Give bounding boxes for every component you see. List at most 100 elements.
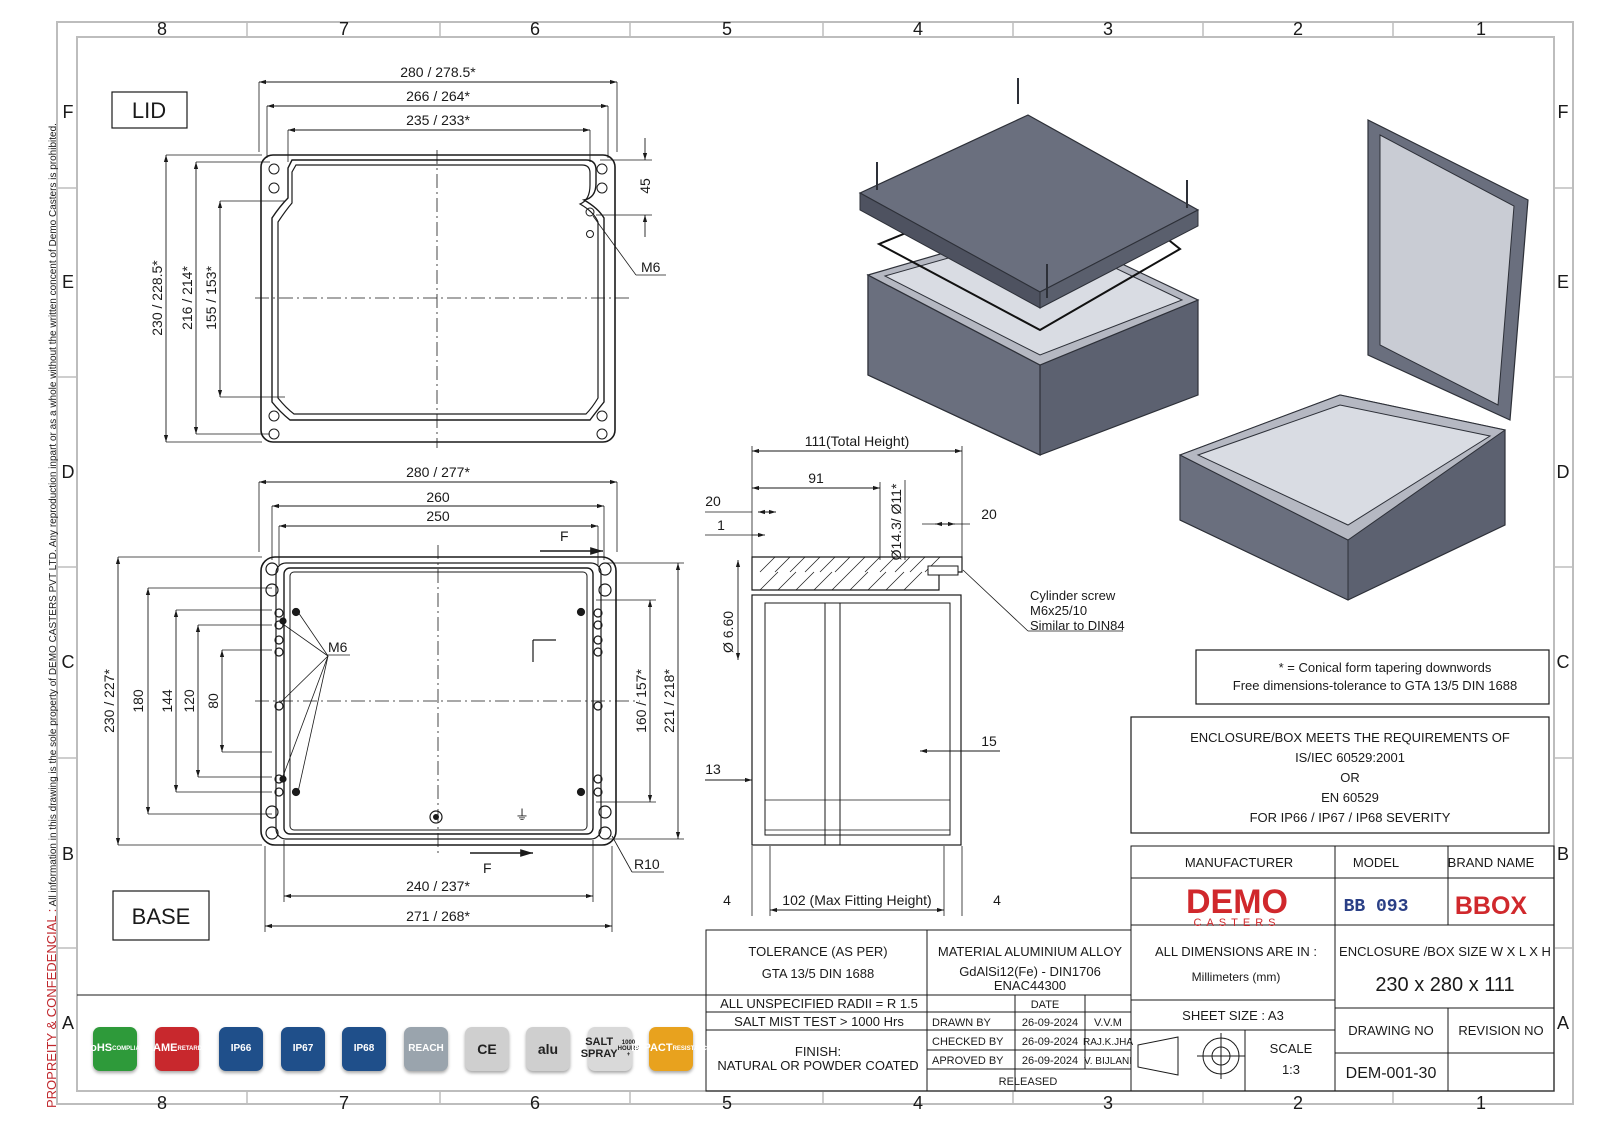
- section-mark-bottom: F: [483, 860, 492, 876]
- badge-text: REACH: [408, 1042, 444, 1054]
- zone-row-left: E: [62, 272, 74, 292]
- badge-text: 1000 HOURS +: [617, 1039, 640, 1059]
- ce-badge-icon: CE: [465, 1027, 509, 1071]
- side-note: PROPREITY & CONFEDENCIAL : All informati…: [44, 123, 59, 1108]
- checked-name: RAJ.K.JHA: [1083, 1037, 1133, 1048]
- zone-col-top: 3: [1103, 19, 1113, 39]
- zone-col-top: 2: [1293, 19, 1303, 39]
- lid-hole: [596, 428, 608, 440]
- zone-row-right: C: [1557, 652, 1570, 672]
- base-hole: [593, 787, 603, 797]
- size-value: 230 x 280 x 111: [1375, 974, 1514, 996]
- base-hole: [265, 562, 279, 576]
- tolerance-label: TOLERANCE (AS PER): [748, 944, 887, 959]
- section-dim-6-60: Ø 6.60: [720, 611, 736, 653]
- badge-text: IMPACT: [631, 1042, 673, 1055]
- lid-ground-symbol: [586, 230, 594, 238]
- section-dim-91: 91: [808, 470, 824, 486]
- base-dim-180: 180: [130, 689, 146, 713]
- title-block: [77, 845, 1555, 1092]
- base-hole: [593, 620, 603, 630]
- brand-value: BBOX: [1455, 892, 1528, 920]
- manufacturer-label: MANUFACTURER: [1185, 855, 1293, 870]
- lid-outline: [260, 154, 616, 443]
- zone-col-top: 1: [1476, 19, 1486, 39]
- section-dim-15: 15: [981, 733, 997, 749]
- lid-hole: [268, 410, 280, 422]
- lid-thread-label: M6: [641, 259, 661, 275]
- section-mark-top: F: [560, 528, 569, 544]
- zone-col-bottom: 1: [1476, 1093, 1486, 1113]
- base-dim-260: 260: [426, 489, 450, 505]
- base-dim-120: 120: [181, 689, 197, 713]
- zone-ticks: [57, 22, 1573, 1104]
- badge-text: FLAME: [139, 1042, 178, 1055]
- casters-logo: CASTERS: [1194, 917, 1281, 929]
- base-dim-outer-height: 230 / 227*: [101, 669, 117, 733]
- zone-row-left: F: [63, 102, 74, 122]
- sheet-size: SHEET SIZE : A3: [1182, 1008, 1284, 1023]
- drawn-label: DRAWN BY: [932, 1017, 992, 1029]
- base-m6-dot: [576, 607, 586, 617]
- side-note-text: All information in this drawing is the s…: [48, 123, 59, 907]
- section-dim-20b: 20: [981, 506, 997, 522]
- base-hole: [274, 787, 284, 797]
- zone-row-right: A: [1557, 1013, 1569, 1033]
- badge-text: IP67: [292, 1042, 314, 1054]
- dims-label: ALL DIMENSIONS ARE IN :: [1155, 944, 1317, 959]
- zone-col-top: 5: [722, 19, 732, 39]
- base-hole: [593, 774, 603, 784]
- base-dim-mid-height: 221 / 218*: [661, 669, 677, 733]
- model-value: BB 093: [1344, 897, 1409, 917]
- size-label: ENCLOSURE /BOX SIZE W X L X H: [1339, 944, 1551, 959]
- zone-col-top: 7: [339, 19, 349, 39]
- conical-note: * = Conical form tapering downwords: [1279, 660, 1492, 675]
- base-hole: [274, 647, 284, 657]
- tolerance-note: Free dimensions-tolerance to GTA 13/5 DI…: [1233, 678, 1517, 693]
- requirements-box: [1130, 716, 1550, 834]
- zone-col-top: 6: [530, 19, 540, 39]
- base-hole: [274, 635, 284, 645]
- lid-dim-inner-width: 235 / 233*: [406, 112, 470, 128]
- section-dim-total-height: 111(Total Height): [805, 433, 910, 449]
- base-dim-inner-height: 160 / 157*: [633, 669, 649, 733]
- base-hole: [265, 805, 279, 819]
- section-dim-1: 1: [717, 517, 725, 533]
- zone-row-right: E: [1557, 272, 1569, 292]
- zone-col-bottom: 2: [1293, 1093, 1303, 1113]
- lid-hole: [596, 163, 608, 175]
- section-screw: [927, 565, 959, 576]
- requirements-line-2: IS/IEC 60529:2001: [1295, 750, 1405, 765]
- zone-col-bottom: 6: [530, 1093, 540, 1113]
- base-thread-label: M6: [328, 639, 348, 655]
- section-view: 111(Total Height) 91 20 1 Ø14.3/ Ø11* 20…: [705, 433, 1125, 916]
- base-hole: [274, 620, 284, 630]
- section-dim-13: 13: [705, 761, 721, 777]
- lid-label: LID: [132, 98, 166, 123]
- badge-text: COMPLIANT: [112, 1045, 148, 1052]
- screw-note-line-3: Similar to DIN84: [1030, 618, 1125, 633]
- lid-hole: [596, 410, 608, 422]
- base-hole: [598, 583, 612, 597]
- drawing-no-label: DRAWING NO: [1348, 1023, 1433, 1038]
- dims-value: Millimeters (mm): [1192, 970, 1281, 984]
- approved-date: 26-09-2024: [1022, 1055, 1078, 1067]
- ip66-badge-icon: IP66: [219, 1027, 263, 1071]
- isometric-open-box: [1178, 119, 1529, 601]
- zone-col-top: 4: [913, 19, 923, 39]
- lid-dim-outer-height: 230 / 228.5*: [149, 260, 165, 336]
- base-label: BASE: [132, 904, 191, 929]
- released-label: RELEASED: [999, 1076, 1058, 1088]
- radii-note: ALL UNSPECIFIED RADII = R 1.5: [720, 996, 918, 1011]
- requirements-line-3: OR: [1340, 770, 1360, 785]
- zone-col-bottom: 5: [722, 1093, 732, 1113]
- date-label: DATE: [1031, 999, 1060, 1011]
- ip67-badge-icon: IP67: [281, 1027, 325, 1071]
- base-dim-80: 80: [205, 693, 221, 709]
- badge-text: alu: [537, 1040, 559, 1057]
- zone-row-left: B: [62, 844, 74, 864]
